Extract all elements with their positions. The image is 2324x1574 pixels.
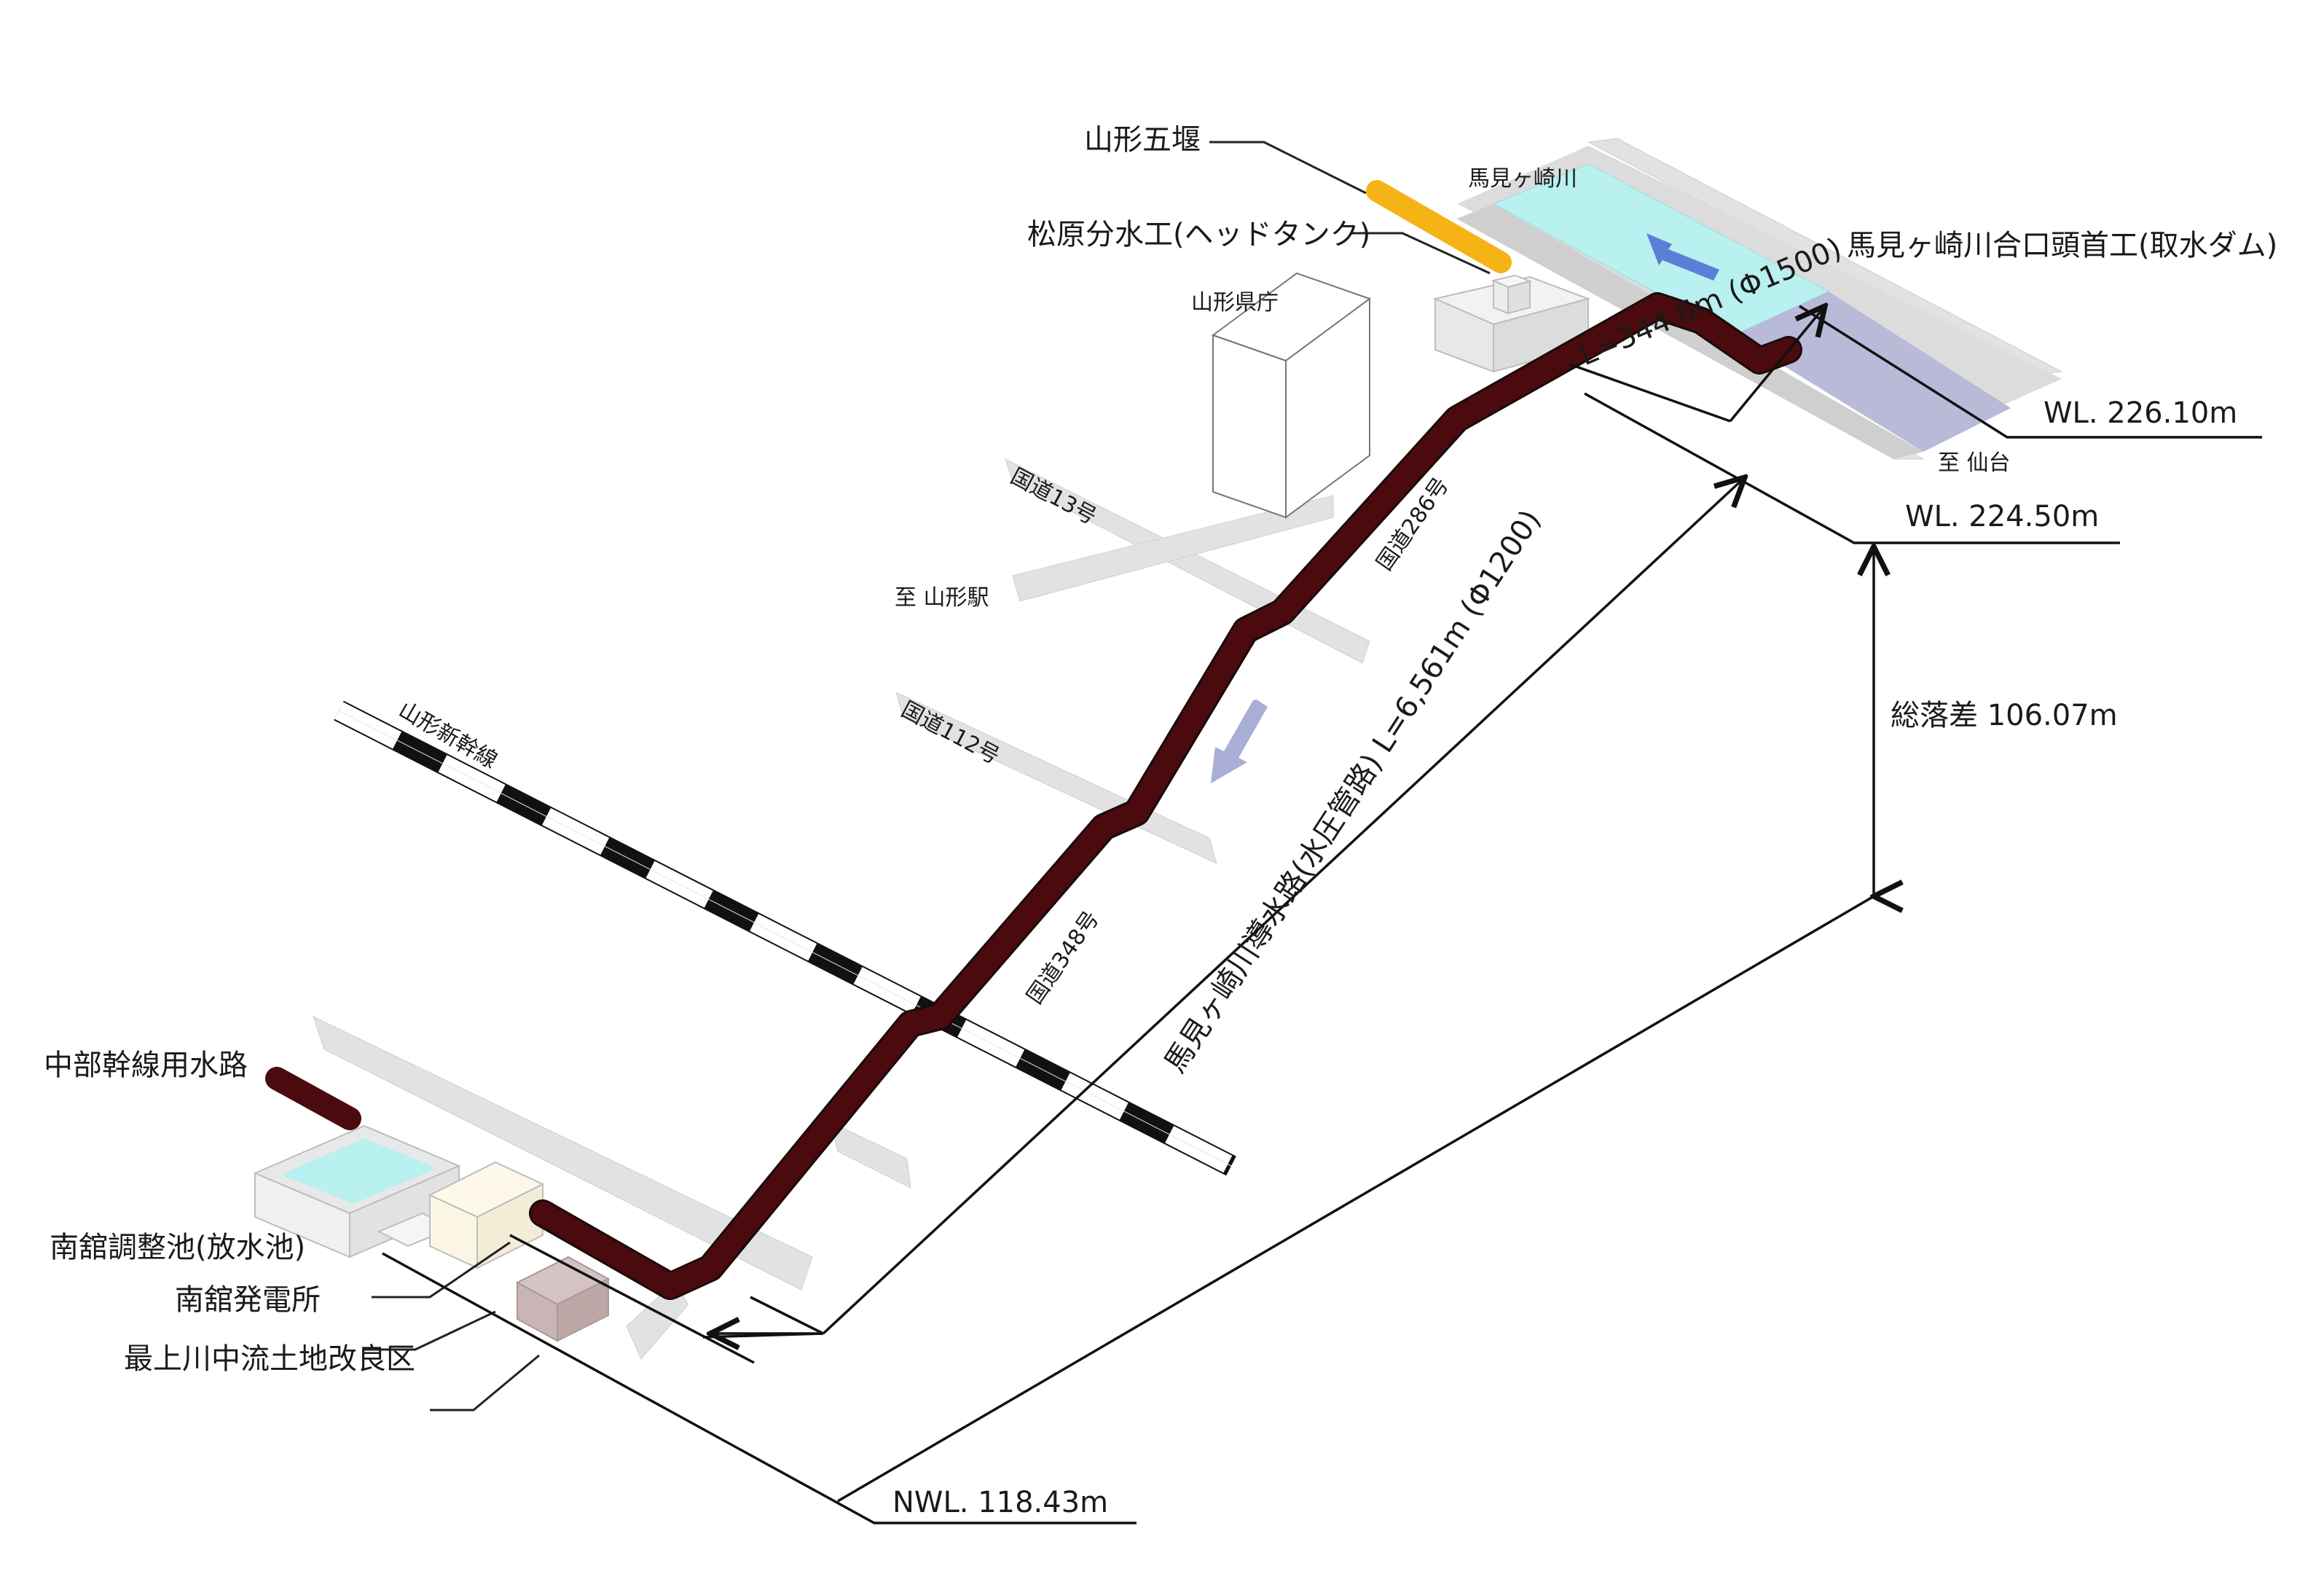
label-chubu-canal: 中部幹線用水路: [44, 1049, 248, 1082]
label-minamidate-power: 南舘発電所: [175, 1283, 321, 1317]
label-nwl-bottom: NWL. 118.43m: [892, 1486, 1108, 1519]
label-route13: 国道13号: [1006, 463, 1101, 530]
road-lower-stub: [830, 1121, 911, 1189]
label-wl-second: WL. 224.50m: [1905, 500, 2099, 533]
label-to-yamagata-station: 至 山形駅: [895, 585, 989, 611]
label-route112: 国道112号: [897, 697, 1003, 770]
label-to-sendai: 至 仙台: [1938, 450, 2011, 476]
dim-upper-arrow: [1729, 306, 1825, 423]
leader-lines: [364, 141, 1491, 1411]
label-mamigasaki-river: 馬見ヶ崎川: [1468, 166, 1577, 192]
matsubara-head-tank: [1432, 274, 1591, 373]
label-matsubara-bunsuiko: 松原分水工(ヘッドタンク): [1027, 218, 1370, 251]
label-minamidate-pond: 南舘調整池(放水池): [50, 1231, 305, 1264]
arrow-left-icon: [1646, 233, 1719, 281]
label-intake-dam: 馬見ヶ崎川合口頭首工(取水ダム): [1847, 229, 2277, 262]
label-wl-top: WL. 226.10m: [2044, 396, 2237, 430]
chubu-canal-pipe: [265, 1067, 361, 1130]
main-pipeline-fill: [531, 294, 1800, 1298]
dimension-lines: [382, 306, 2262, 1524]
label-prefectural-office: 山形県庁: [1191, 290, 1279, 316]
label-total-head: 総落差 106.07m: [1891, 699, 2118, 732]
label-yamagata-goseki: 山形五堰: [1084, 123, 1201, 157]
shinkansen-line: [334, 700, 1236, 1176]
arrow-down-icon: [1211, 700, 1268, 783]
prefectural-office-building: [1211, 272, 1372, 519]
minamidate-facilities: [253, 1124, 611, 1342]
label-land-improvement: 最上川中流土地改良区: [124, 1342, 415, 1376]
road-lower-left: [313, 1016, 813, 1291]
yamagata-goseki-weir: [1366, 180, 1512, 273]
road-route286: [1012, 495, 1334, 602]
road-bottom-crossing: [626, 1282, 689, 1360]
label-pipe-main: 馬見ヶ崎川導水路(水圧管路) L=6,561m (Φ1200): [1158, 504, 1547, 1079]
river-flow-arrow: [1646, 233, 1719, 281]
